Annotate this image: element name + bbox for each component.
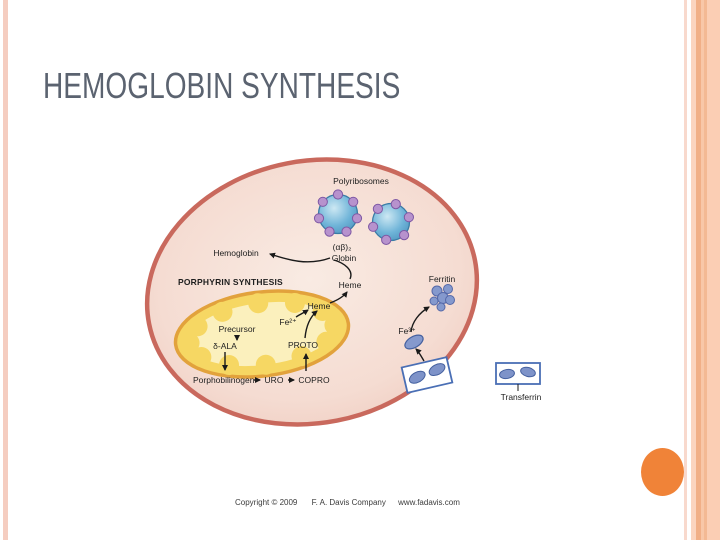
label-proto: PROTO	[288, 340, 318, 350]
label-ferritin: Ferritin	[429, 274, 456, 284]
label-transferrin: Transferrin	[501, 392, 542, 402]
arrow-fe3-to-ferritin	[410, 306, 430, 333]
pathway-arrows	[222, 252, 430, 383]
label-fe2: Fe²⁺	[279, 317, 296, 327]
fe3-ion	[404, 334, 424, 350]
arrow-proto-to-heme	[304, 310, 318, 339]
footer-company-text: F. A. Davis Company	[311, 498, 386, 507]
label-heme-cytosol: Heme	[339, 280, 362, 290]
label-heme-mito: Heme	[308, 301, 331, 311]
polyribosome-left	[313, 189, 363, 237]
footer-copyright-text: Copyright © 2009	[235, 498, 298, 507]
label-globin-subunits: (αβ)₂	[333, 242, 352, 252]
arrow-globin-to-hemoglobin	[269, 252, 331, 263]
transferrin-box-membrane	[400, 356, 454, 394]
label-hemoglobin: Hemoglobin	[213, 248, 259, 258]
right-pinstripe-6	[707, 0, 720, 540]
accent-circle	[641, 448, 684, 496]
label-polyribosomes: Polyribosomes	[333, 176, 389, 186]
right-pinstripe-4	[701, 0, 704, 540]
transferrin-box-free	[495, 362, 541, 391]
right-pinstripe-1	[684, 0, 687, 540]
right-pinstripe-2	[691, 0, 696, 540]
footer-copyright: Copyright © 2009 F. A. Davis Company www…	[235, 498, 460, 507]
label-porphobilinogen: Porphobilinogen	[193, 375, 255, 385]
label-precursor: Precursor	[219, 324, 256, 334]
arrow-mito-heme-to-cytosol-heme	[329, 291, 348, 304]
label-globin: Globin	[332, 253, 357, 263]
label-delta-ala: δ-ALA	[213, 341, 237, 351]
arrow-fe2-join	[295, 309, 309, 318]
left-pinstripe	[3, 0, 8, 540]
mitochondrion	[173, 289, 351, 379]
cell-membrane	[144, 157, 480, 427]
label-copro: COPRO	[298, 375, 330, 385]
right-pinstripe-3	[696, 0, 701, 540]
slide-title: HEMOGLOBIN SYNTHESIS	[43, 65, 401, 106]
label-porphyrin-synthesis: PORPHYRIN SYNTHESIS	[178, 277, 283, 287]
mitochondrion-cristae	[179, 292, 345, 376]
footer-website-text: www.fadavis.com	[398, 498, 460, 507]
line-heme-to-globin-junction	[333, 259, 352, 280]
arrow-box-to-fe3	[415, 348, 425, 362]
label-fe3: Fe³⁺	[398, 326, 415, 336]
ferritin-cluster	[429, 284, 455, 312]
label-uro: URO	[265, 375, 284, 385]
right-pinstripe-5	[704, 0, 707, 540]
polyribosome-right	[368, 199, 414, 245]
